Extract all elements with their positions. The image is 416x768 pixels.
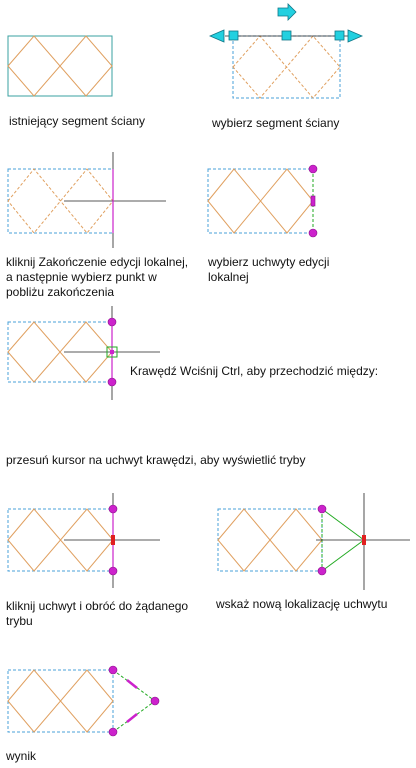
grip-square-icon [334, 30, 345, 41]
panel-rotate-mode [7, 493, 160, 588]
caption-result: wynik [6, 749, 37, 763]
edge-grip-icon [108, 665, 118, 675]
edge-grip-icon [317, 504, 327, 514]
panel-edge-ctrl [7, 306, 160, 400]
panel-end-local-edit [7, 152, 166, 248]
edge-grip-icon [308, 228, 318, 238]
edge-grip-icon [108, 727, 118, 737]
panel-result [7, 665, 160, 737]
caption-new-location: wskaż nową lokalizację uchwytu [216, 597, 388, 611]
edge-grip-icon [108, 504, 118, 514]
panel-select-wall [208, 3, 364, 99]
caption-hover-grip: przesuń kursor na uchwyt krawędzi, aby w… [6, 453, 306, 467]
edge-grip-icon [108, 566, 118, 576]
panel-new-location [217, 493, 410, 590]
edge-grip-icon [150, 696, 160, 706]
grip-left-arrow-icon [208, 29, 225, 43]
caption-existing-wall: istniejący segment ściany [9, 114, 146, 128]
caption-edge-ctrl: Krawędź Wciśnij Ctrl, aby przechodzić mi… [130, 364, 379, 378]
edge-grip-icon [107, 377, 117, 387]
grip-square-icon [228, 30, 239, 41]
grip-up-arrow-icon [277, 3, 297, 21]
caption-select-wall: wybierz segment ściany [212, 116, 340, 130]
edge-grip-icon [107, 317, 117, 327]
caption-select-grips: wybierz uchwyty edycji lokalnej [208, 255, 330, 284]
caption-rotate-mode: kliknij uchwyt i obróć do żądanego trybu [6, 599, 189, 628]
grip-right-arrow-icon [347, 29, 364, 43]
active-grip-icon [362, 535, 366, 545]
caption-end-local-edit: kliknij Zakończenie edycji lokalnej, a n… [6, 255, 189, 299]
edge-midpoint-grip-icon [310, 195, 316, 207]
grip-square-icon [281, 30, 292, 41]
cursor-box-icon [106, 346, 118, 358]
panel-select-grips [207, 164, 318, 238]
edge-grip-icon [308, 164, 318, 174]
active-grip-icon [111, 535, 115, 545]
edge-grip-icon [317, 566, 327, 576]
panel-existing-wall [7, 35, 113, 97]
